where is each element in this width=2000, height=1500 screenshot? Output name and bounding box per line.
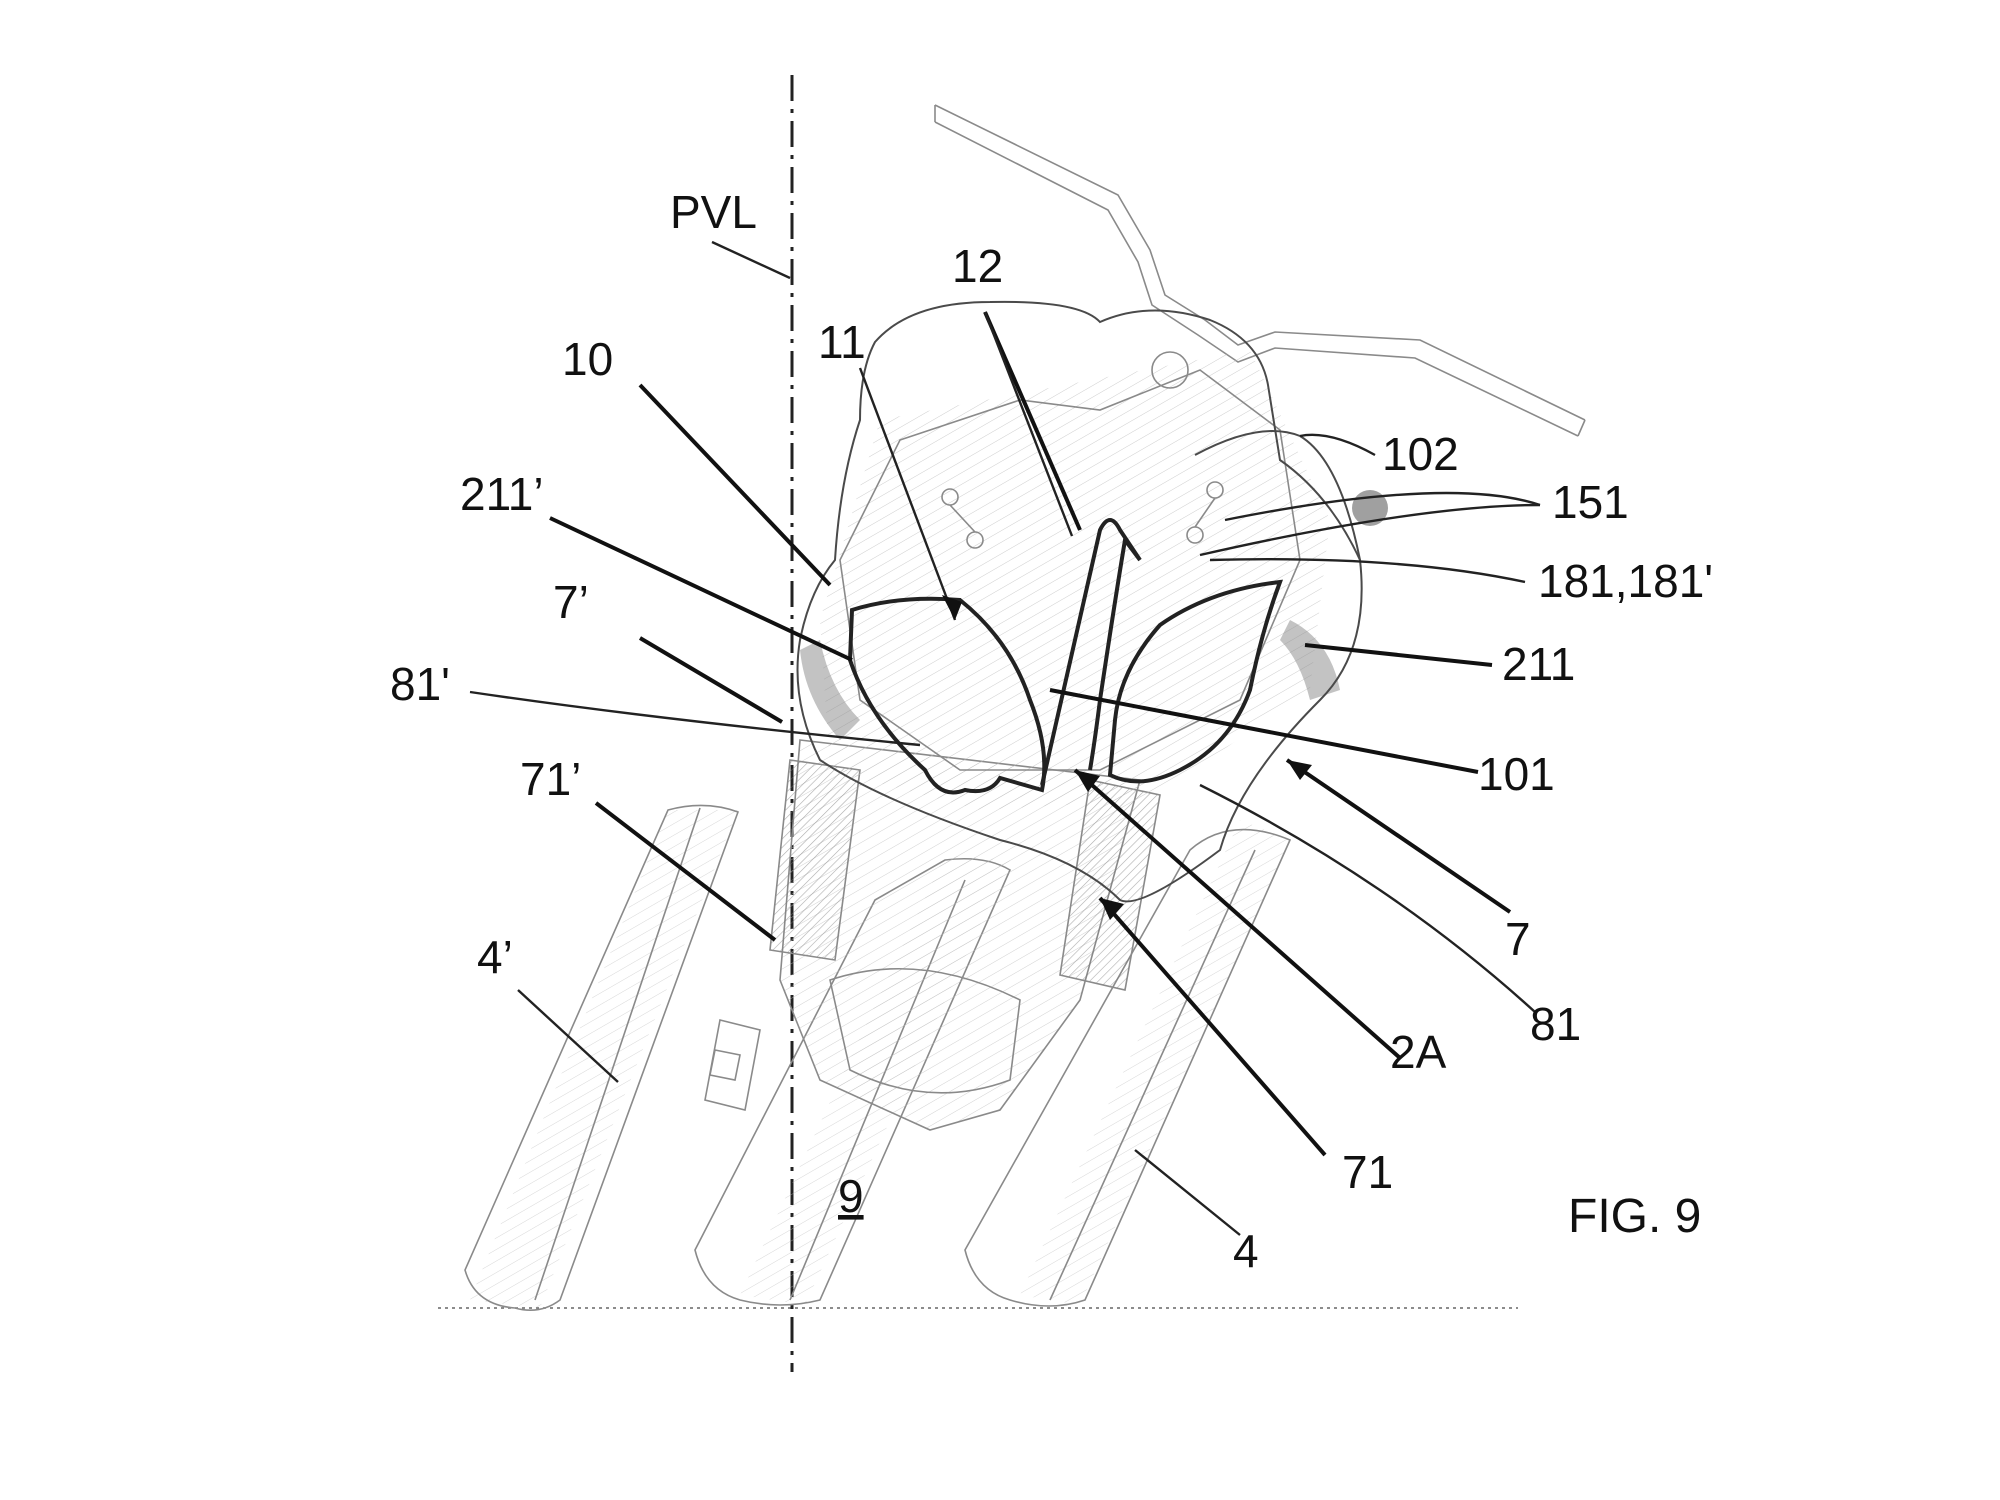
- label-7-prime: 7’: [553, 576, 589, 628]
- central-v-contour: [1040, 518, 1142, 786]
- label-81: 81: [1530, 998, 1581, 1050]
- label-211: 211: [1502, 638, 1575, 690]
- frame-body: [704, 739, 1142, 1131]
- engine-mass: [800, 350, 1388, 810]
- wheel-4: [964, 820, 1292, 1307]
- label-12: 12: [952, 240, 1003, 292]
- label-211-prime: 211’: [460, 468, 544, 520]
- label-71-prime: 71’: [520, 753, 581, 805]
- headlight-211: [1107, 579, 1284, 784]
- label-102: 102: [1382, 428, 1459, 480]
- label-181-181-prime: 181,181': [1538, 555, 1713, 607]
- leader-lines: [469, 240, 1541, 1236]
- handlebar-outline: [934, 104, 1586, 437]
- label-4-prime: 4’: [477, 931, 513, 983]
- figure-title: FIG. 9: [1568, 1190, 1701, 1243]
- label-pvl: PVL: [670, 186, 757, 238]
- label-7: 7: [1505, 913, 1531, 965]
- label-4: 4: [1233, 1225, 1259, 1277]
- label-81-prime: 81': [390, 658, 450, 710]
- label-10: 10: [562, 333, 613, 385]
- headlight-211-prime: [847, 596, 1047, 795]
- label-9: 9: [838, 1170, 864, 1222]
- label-2a: 2A: [1390, 1026, 1447, 1078]
- label-151: 151: [1552, 476, 1629, 528]
- label-71: 71: [1342, 1146, 1393, 1198]
- label-101: 101: [1478, 748, 1555, 800]
- wheel-4-prime: [464, 804, 740, 1311]
- label-11: 11: [818, 316, 866, 368]
